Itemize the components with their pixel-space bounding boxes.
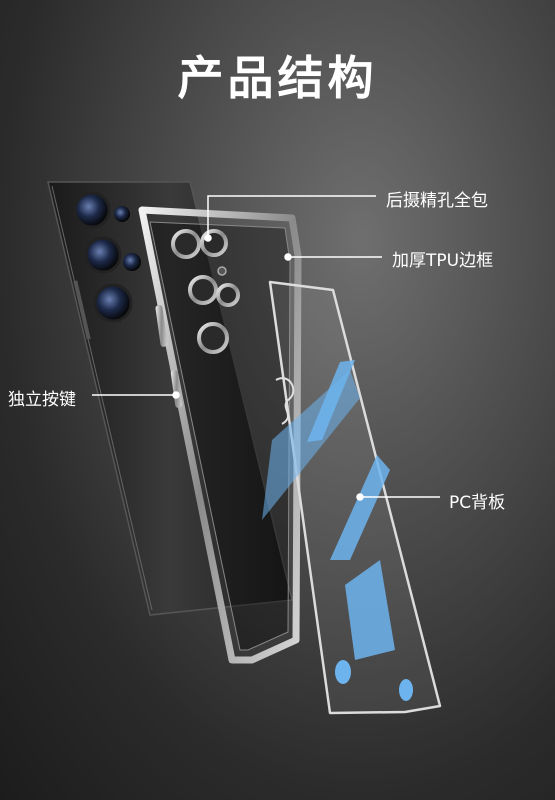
pc-back-panel bbox=[262, 280, 442, 715]
callout-lines bbox=[92, 195, 440, 501]
page-title: 产品结构 bbox=[177, 51, 378, 105]
callout-pc-back: PC背板 bbox=[449, 493, 506, 513]
callout-lens-coverage: 后摄精孔全包 bbox=[386, 191, 488, 211]
callout-tpu-frame: 加厚TPU边框 bbox=[392, 251, 494, 271]
phone-camera-lenses bbox=[73, 191, 141, 323]
callout-independent-buttons: 独立按键 bbox=[8, 390, 76, 410]
tpu-frame bbox=[138, 206, 302, 664]
